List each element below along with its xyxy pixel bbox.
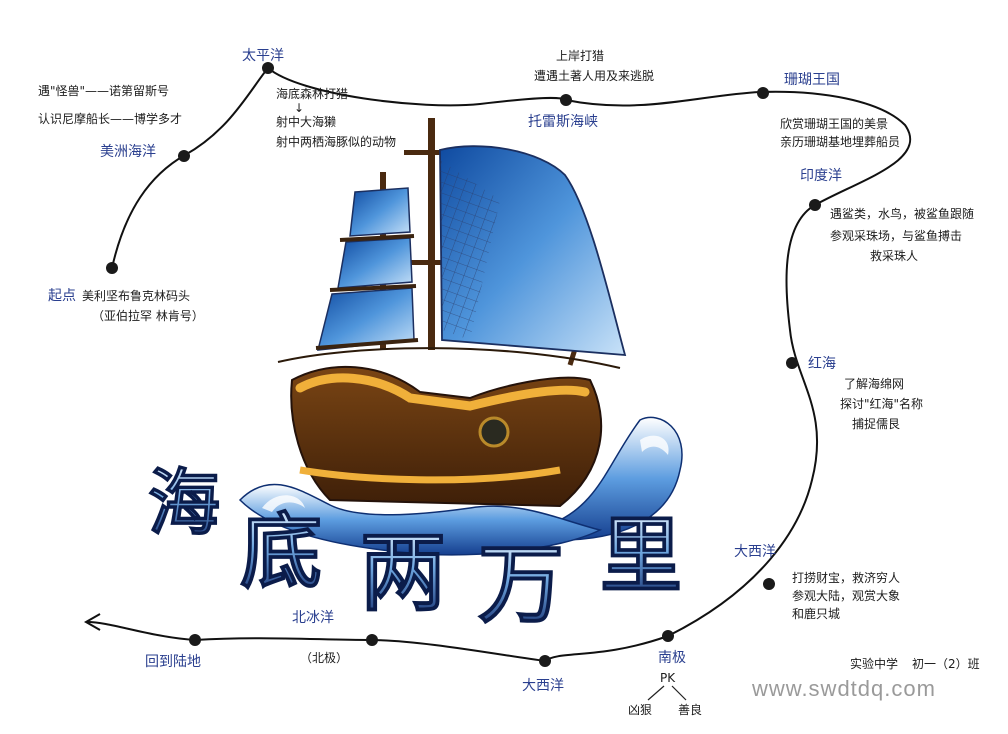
atlantic-1-note-3: 和鹿只城 xyxy=(792,606,840,621)
node-coral xyxy=(757,87,769,99)
title-char-4: 万 xyxy=(478,534,564,635)
rigging-net xyxy=(440,160,500,340)
red-sea-note-1: 了解海绵网 xyxy=(844,376,904,391)
node-arctic xyxy=(366,634,378,646)
south-pole-right: 善良 xyxy=(678,702,702,717)
indian-note-2: 参观采珠场，与鲨鱼搏击 xyxy=(830,228,962,243)
americas-sea-label: 美洲海洋 xyxy=(100,144,156,160)
main-yard-2 xyxy=(398,260,464,265)
title-char-5: 里 xyxy=(600,508,682,604)
wave-curl-right xyxy=(640,435,669,455)
hull-trim xyxy=(295,373,590,411)
atlantic-2-label: 大西洋 xyxy=(522,678,564,694)
arctic-sub: （北极） xyxy=(300,651,348,665)
south-pole-pk: PK xyxy=(660,671,676,685)
coral-label: 珊瑚王国 xyxy=(784,72,840,88)
pacific-note-4: 射中两栖海豚似的动物 xyxy=(276,134,396,149)
americas-sea-note-2: 认识尼摩船长——博学多才 xyxy=(38,111,182,126)
indian-label: 印度洋 xyxy=(800,168,842,184)
atlantic-1-note-2: 参观大陆，观赏大象 xyxy=(792,588,900,603)
torres-note-1: 上岸打猎 xyxy=(556,49,604,63)
red-sea-note-3: 捕捉儒艮 xyxy=(852,416,900,431)
main-yard xyxy=(404,150,460,155)
pacific-note-3: 射中大海獭 xyxy=(276,114,336,129)
wave-bottom xyxy=(238,483,603,556)
node-atlantic-2 xyxy=(539,655,551,667)
red-sea-label: 红海 xyxy=(808,356,836,372)
start-label: 起点 xyxy=(48,288,76,304)
atlantic-1-label: 大西洋 xyxy=(734,544,776,560)
wave-curl-left xyxy=(262,495,305,512)
wave-right xyxy=(559,416,683,541)
title-char-2: 底 xyxy=(240,504,322,600)
watermark: www.swdtdq.com xyxy=(752,676,936,701)
node-indian xyxy=(809,199,821,211)
deck-rope xyxy=(277,347,621,369)
torres-label: 托雷斯海峡 xyxy=(528,114,598,130)
pk-branch-right xyxy=(671,685,687,701)
title: 海 底 两 万 里 xyxy=(147,459,682,635)
title-char-3: 两 xyxy=(360,522,446,623)
pk-branch-left xyxy=(647,685,665,701)
porthole xyxy=(478,416,510,448)
red-sea-note-2: 探讨"红海"名称 xyxy=(840,396,923,411)
fore-sail-mid xyxy=(337,237,413,289)
signature-class: 初一（2）班 xyxy=(912,657,980,671)
signature-school: 实验中学 xyxy=(850,656,898,671)
fore-yard-1 xyxy=(339,234,415,242)
americas-sea-note-1: 遇"怪兽"——诺第留斯号 xyxy=(38,84,169,98)
pacific-label: 太平洋 xyxy=(242,48,284,64)
node-red-sea xyxy=(786,357,798,369)
coral-note-1: 欣赏珊瑚王国的美景 xyxy=(780,116,888,131)
node-start xyxy=(106,262,118,274)
start-sub: （亚伯拉罕 林肯号） xyxy=(92,308,204,323)
ship-illustration xyxy=(238,118,683,556)
node-americas-sea xyxy=(178,150,190,162)
fore-sail-top xyxy=(349,187,411,237)
main-mast xyxy=(428,118,435,350)
atlantic-1-note-1: 打捞财宝，救济穷人 xyxy=(792,570,900,585)
coral-note-2: 亲历珊瑚基地埋葬船员 xyxy=(780,134,900,149)
indian-note-1: 遇鲨类，水鸟，被鲨鱼跟随 xyxy=(830,206,974,221)
node-pacific xyxy=(262,62,274,74)
indian-note-3: 救采珠人 xyxy=(870,248,918,263)
node-end xyxy=(189,634,201,646)
south-pole-label: 南极 xyxy=(658,650,686,666)
pacific-note-2: ↓ xyxy=(294,101,304,115)
pacific-note-1: 海底森林打猎 xyxy=(276,86,348,101)
hull-trim-low xyxy=(299,466,561,484)
south-pole-left: 凶狠 xyxy=(628,703,652,717)
fore-yard-2 xyxy=(329,284,417,292)
start-text: 美利坚布鲁克林码头 xyxy=(82,289,190,303)
title-char-1: 海 xyxy=(148,460,220,545)
node-torres xyxy=(560,94,572,106)
end-label: 回到陆地 xyxy=(145,654,201,670)
node-atlantic-1 xyxy=(763,578,775,590)
fore-yard-3 xyxy=(315,338,419,350)
arctic-label: 北冰洋 xyxy=(292,610,334,626)
node-south-pole xyxy=(662,630,674,642)
torres-note-2: 遭遇土著人用及来逃脱 xyxy=(534,68,654,83)
route-arrowhead xyxy=(83,613,101,631)
